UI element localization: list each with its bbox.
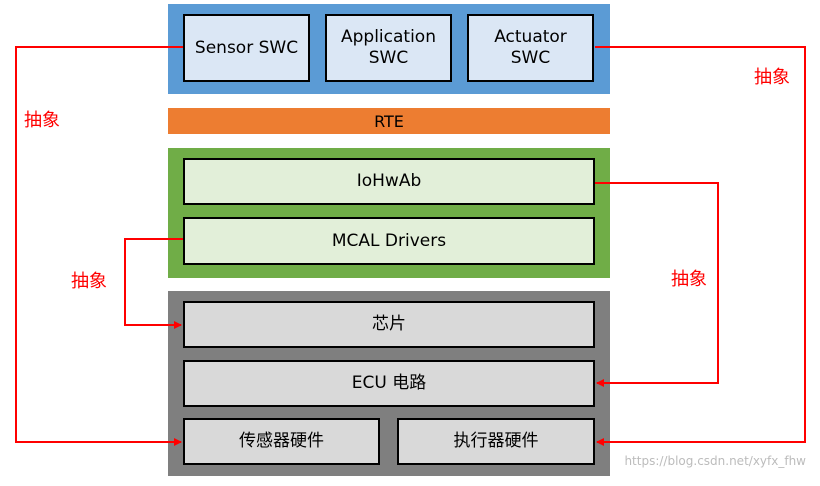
sensor-swc-label: Sensor SWC: [194, 37, 299, 58]
ecu-circuit-label: ECU 电路: [351, 373, 427, 393]
mcal-drivers-label: MCAL Drivers: [331, 230, 447, 251]
sensor-hardware-label: 传感器硬件: [239, 431, 324, 451]
actuator-swc-label-1: Actuator: [494, 27, 567, 47]
actuator-swc-label-2: SWC: [510, 48, 551, 68]
arrow-sensor-swc-to-sensor-hw: [15, 46, 183, 446]
iohwab-box: IoHwAb: [183, 158, 595, 205]
actuator-swc-box: Actuator SWC: [467, 14, 594, 82]
sensor-swc-box: Sensor SWC: [183, 14, 310, 82]
watermark: https://blog.csdn.net/xyfx_fhw: [624, 454, 806, 468]
application-swc-box: Application SWC: [325, 14, 452, 82]
actuator-hardware-box: 执行器硬件: [397, 418, 595, 465]
sensor-hardware-box: 传感器硬件: [183, 418, 380, 465]
abstraction-label-left-inner: 抽象: [71, 271, 107, 292]
abstraction-label-left-outer: 抽象: [24, 110, 60, 131]
ecu-circuit-box: ECU 电路: [183, 360, 595, 407]
application-swc-label-1: Application: [341, 27, 436, 47]
arrow-mcal-to-chip: [124, 238, 183, 329]
chip-label: 芯片: [372, 314, 406, 334]
abstraction-label-right-outer: 抽象: [754, 67, 790, 88]
application-swc-label-2: SWC: [368, 48, 409, 68]
arrow-iohwab-to-ecu: [595, 182, 719, 387]
actuator-hardware-label: 执行器硬件: [453, 431, 539, 451]
abstraction-label-right-inner: 抽象: [671, 269, 707, 290]
iohwab-label: IoHwAb: [356, 171, 422, 191]
arrow-actuator-swc-to-actuator-hw: [595, 46, 806, 446]
rte-bar: RTE: [168, 108, 610, 134]
chip-box: 芯片: [183, 301, 595, 348]
rte-label: RTE: [374, 111, 404, 131]
mcal-drivers-box: MCAL Drivers: [183, 217, 595, 265]
